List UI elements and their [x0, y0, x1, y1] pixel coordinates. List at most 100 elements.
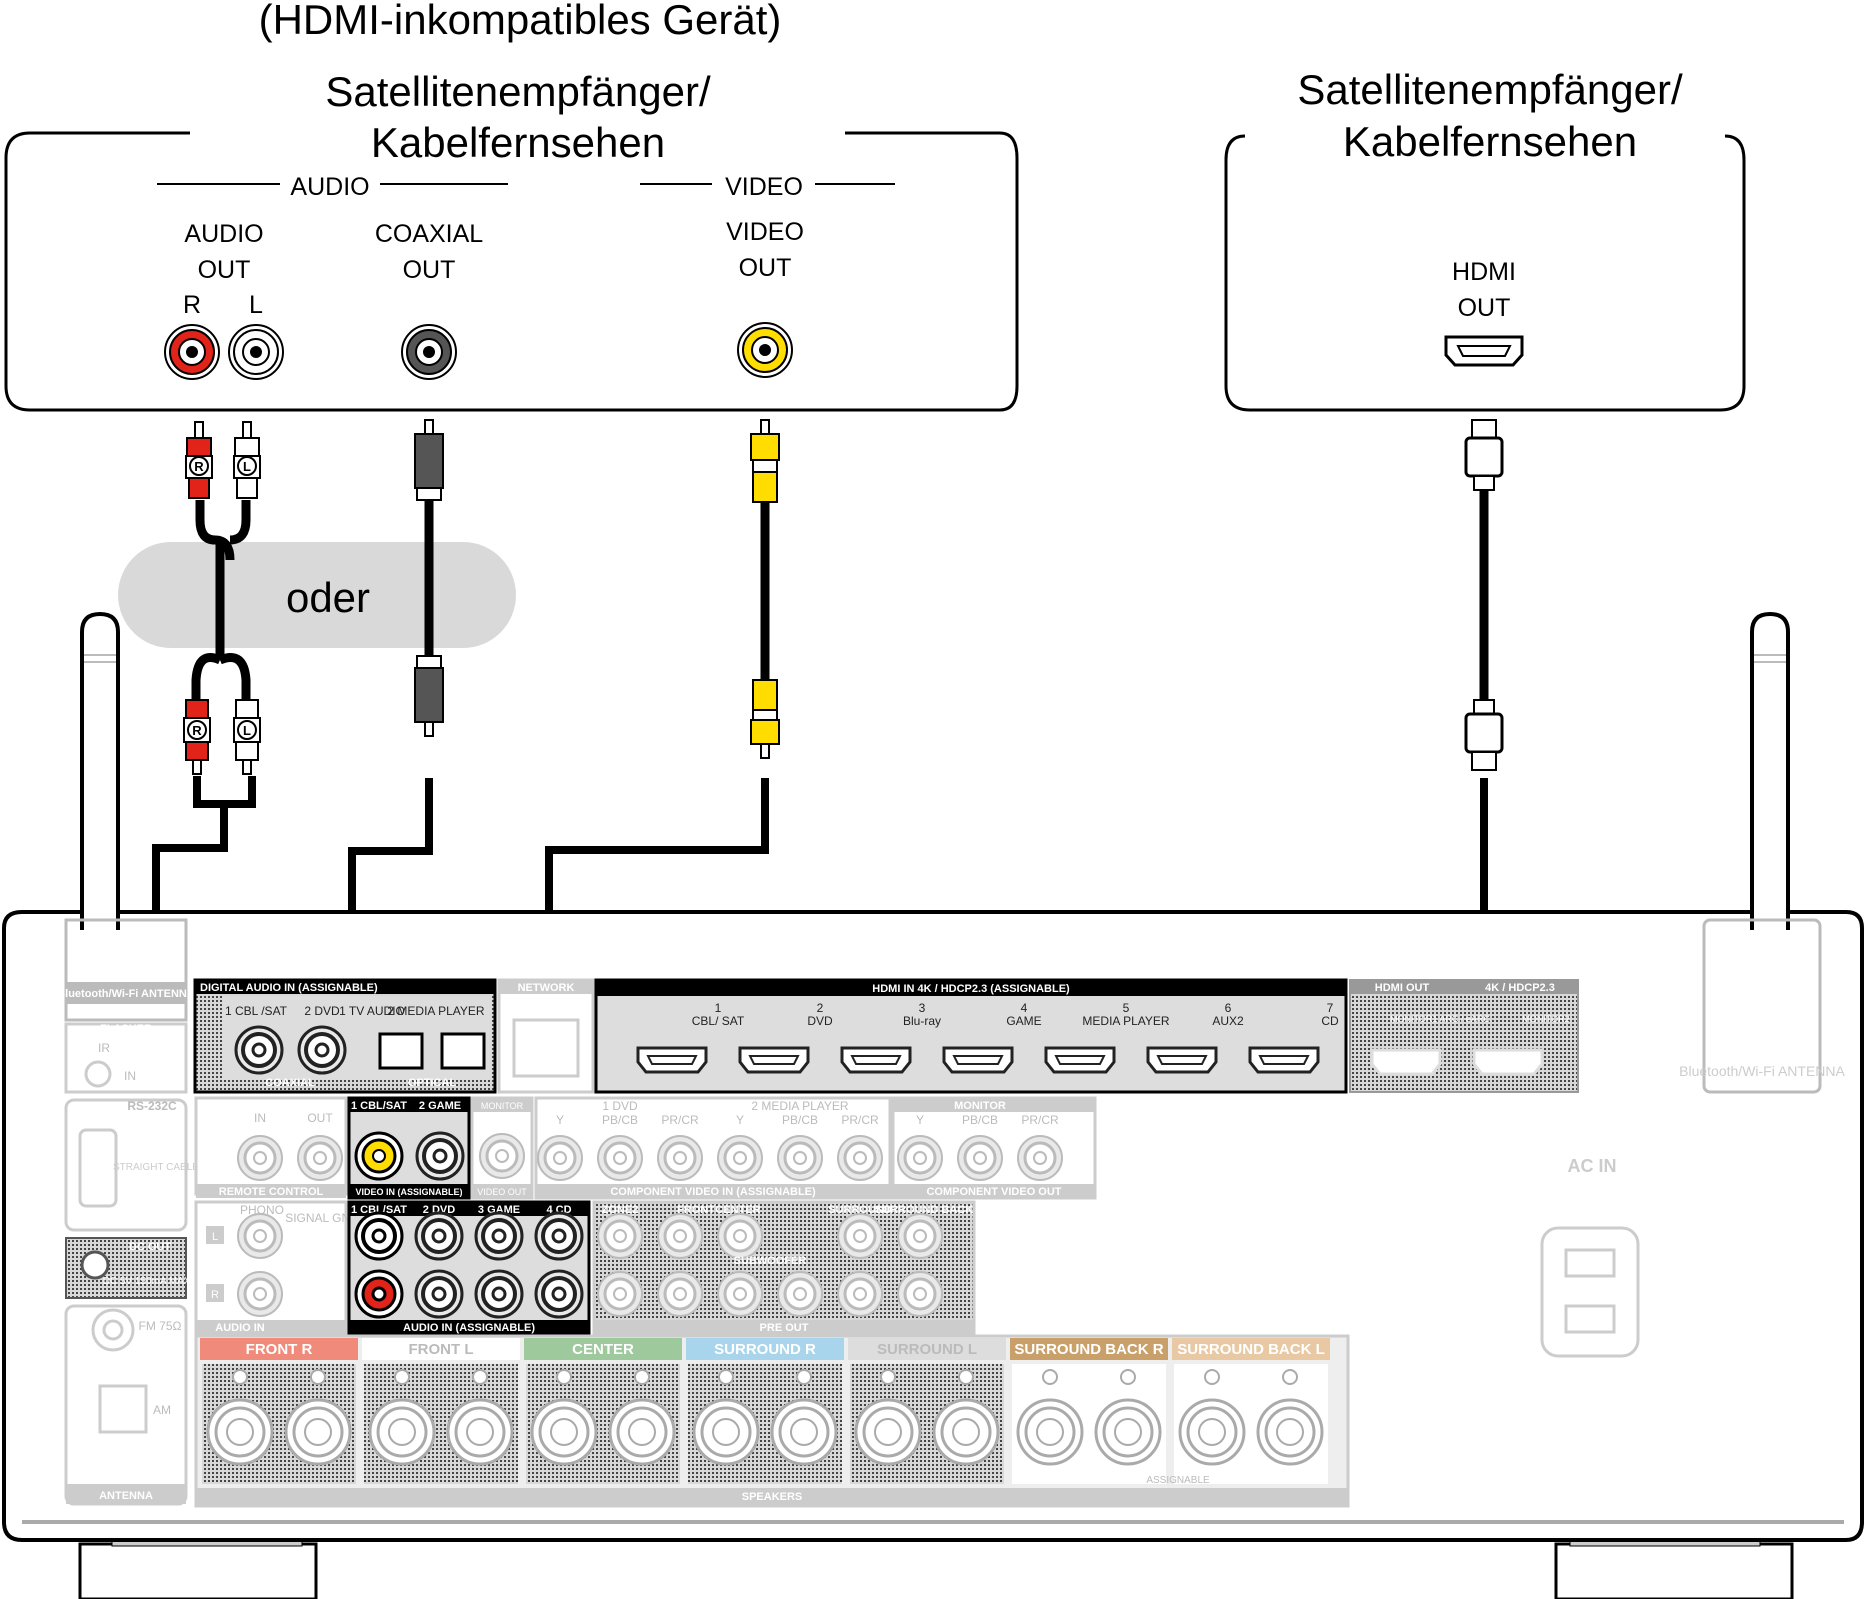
comp-out-pr: PR/CR: [1021, 1113, 1059, 1127]
speaker-terminal-group: SURROUND BACK R: [1010, 1338, 1168, 1484]
hdmi-input-number: 4: [1021, 1001, 1028, 1015]
speaker-terminal-header: [200, 1338, 358, 1360]
component-out-label: COMPONENT VIDEO OUT: [926, 1186, 1061, 1198]
speaker-plus-post: [206, 1369, 274, 1466]
coaxial-cable: [414, 419, 444, 737]
audio-group-label: AUDIO: [290, 173, 369, 201]
hdmi-input-name: AUX2: [1212, 1014, 1244, 1028]
speaker-minus-post: [608, 1369, 676, 1466]
component-in-2-label: 2 MEDIA PLAYER: [751, 1099, 848, 1113]
antenna-label: ANTENNA: [99, 1490, 153, 1502]
hdmi-out-spec: 4K / HDCP2.3: [1485, 982, 1555, 994]
speaker-plus-post: [854, 1369, 922, 1466]
receiver-foot-left: [78, 1542, 318, 1599]
hdmi-out-label-2: OUT: [1458, 294, 1511, 322]
digital-audio-in-panel: DIGITAL AUDIO IN (ASSIGNABLE) 1 CBL /SAT…: [193, 978, 497, 1094]
right-channel-label: R: [183, 291, 201, 319]
bt-antenna-right-label: Bluetooth/Wi-Fi ANTENNA: [1679, 1063, 1845, 1079]
monitor1-label: MONITOR1 ARC / eARC: [1390, 1014, 1490, 1024]
hdmi-input-number: 1: [715, 1001, 722, 1015]
phono-r: R: [211, 1289, 219, 1301]
phono-panel: PHONO SIGNAL GND L R AUDIO IN: [194, 1200, 359, 1336]
right-device-title-2: Kabelfernsehen: [1343, 118, 1637, 165]
flasher-in-label: IN: [124, 1069, 136, 1083]
digital-audio-in-label: DIGITAL AUDIO IN (ASSIGNABLE): [200, 982, 378, 994]
comp-in-pb-1: PB/CB: [602, 1113, 638, 1127]
fm-label: FM 75Ω: [139, 1319, 182, 1333]
speaker-terminal-label: SURROUND L: [877, 1341, 977, 1358]
video-group-label: VIDEO: [725, 173, 803, 201]
speaker-terminal-group: FRONT L: [362, 1338, 520, 1484]
phono-l: L: [212, 1231, 218, 1243]
video-in-1-label: 1 CBL/SAT: [351, 1100, 407, 1112]
network-label: NETWORK: [518, 982, 575, 994]
rs232c-label: RS-232C: [127, 1099, 177, 1113]
audio-in-input-label: 1 CBL/SAT: [351, 1204, 407, 1216]
hdmi-input-port: [1248, 1046, 1320, 1074]
optical-label: OPTICAL: [408, 1077, 457, 1089]
straight-cable-label: STRAIGHT CABLE: [113, 1162, 199, 1173]
speaker-minus-post: [1094, 1369, 1162, 1466]
red-rca-plug-top: R: [185, 421, 213, 499]
video-in-assignable-label: VIDEO IN (ASSIGNABLE): [355, 1187, 462, 1197]
speaker-terminal-header: [686, 1338, 844, 1360]
left-channel-label: L: [249, 291, 263, 319]
speaker-terminal-label: SURROUND BACK L: [1177, 1341, 1325, 1358]
dig-opt-2-label: 2 MEDIA PLAYER: [387, 1004, 484, 1018]
assignable-label: ASSIGNABLE: [1146, 1475, 1210, 1486]
comp-in-pr-1: PR/CR: [661, 1113, 699, 1127]
comp-out-pb: PB/CB: [962, 1113, 998, 1127]
hdmi-input-name: CD: [1321, 1014, 1339, 1028]
speaker-terminal-group: FRONT R: [200, 1338, 358, 1484]
white-audio-jack: [228, 324, 284, 380]
video-in-2-label: 2 GAME: [419, 1100, 461, 1112]
hdmi-input-name: Blu-ray: [903, 1014, 941, 1028]
hdmi-input-name: CBL/ SAT: [692, 1014, 745, 1028]
speaker-plus-post: [1016, 1369, 1084, 1466]
hdmi-input-number: 7: [1327, 1001, 1334, 1015]
speaker-minus-post: [770, 1369, 838, 1466]
coaxial-label: COAXIAL: [265, 1077, 315, 1089]
ac-in-socket: [1540, 1226, 1640, 1358]
hdmi-input-port: [1044, 1046, 1116, 1074]
dig-in-1-label: 1 CBL /SAT: [225, 1004, 288, 1018]
yellow-video-jack: [737, 322, 793, 378]
signal-gnd-label: SIGNAL GND: [285, 1211, 359, 1225]
subwoofer-label: SUBWOOFER: [734, 1255, 807, 1267]
plug-r-label: R: [192, 723, 202, 738]
speaker-minus-post: [446, 1369, 514, 1466]
hdmi-input-port: [738, 1046, 810, 1074]
hdmi-input-port: [942, 1046, 1014, 1074]
left-device-title-1: Satellitenempfänger/: [325, 68, 711, 115]
antenna-right: Bluetooth/Wi-Fi ANTENNA: [1679, 611, 1846, 1094]
hdmi-input-port: [636, 1046, 708, 1074]
ac-in-label: AC IN: [1568, 1156, 1617, 1176]
pre-out-surround-label: SURROUND: [828, 1204, 892, 1216]
plug-l-label: L: [243, 723, 251, 738]
dig-opt-1-label: 1 TV AUDIO: [339, 1004, 405, 1018]
dc-spec-label: DC 5V 150mA MAX.: [103, 1276, 194, 1287]
hdmi-input-number: 2: [817, 1001, 824, 1015]
speaker-plus-post: [1178, 1369, 1246, 1466]
component-out-monitor-label: MONITOR: [954, 1100, 1006, 1112]
video-out-label: VIDEO OUT: [477, 1187, 527, 1197]
hdmi-input-port: [1146, 1046, 1218, 1074]
monitor2-label: MONITOR2: [1522, 1014, 1569, 1024]
phono-label: PHONO: [240, 1203, 284, 1217]
hdmi-input-number: 5: [1123, 1001, 1130, 1015]
red-audio-jack: [164, 324, 220, 380]
comp-in-pb-2: PB/CB: [782, 1113, 818, 1127]
antenna-left: [64, 611, 188, 1022]
audio-in-label: AUDIO IN: [215, 1322, 265, 1334]
hdmi-input-name: DVD: [807, 1014, 833, 1028]
speakers-label: SPEAKERS: [742, 1491, 803, 1503]
ir-label: IR: [98, 1041, 110, 1055]
bt-antenna-left-label: Bluetooth/Wi-Fi ANTENNA: [57, 988, 195, 1000]
video-out-label-1: VIDEO: [726, 218, 804, 246]
hdmi-out-panel: HDMI OUT 4K / HDCP2.3 MONITOR1 ARC / eAR…: [1349, 979, 1579, 1093]
coaxial-jack: [401, 324, 457, 380]
